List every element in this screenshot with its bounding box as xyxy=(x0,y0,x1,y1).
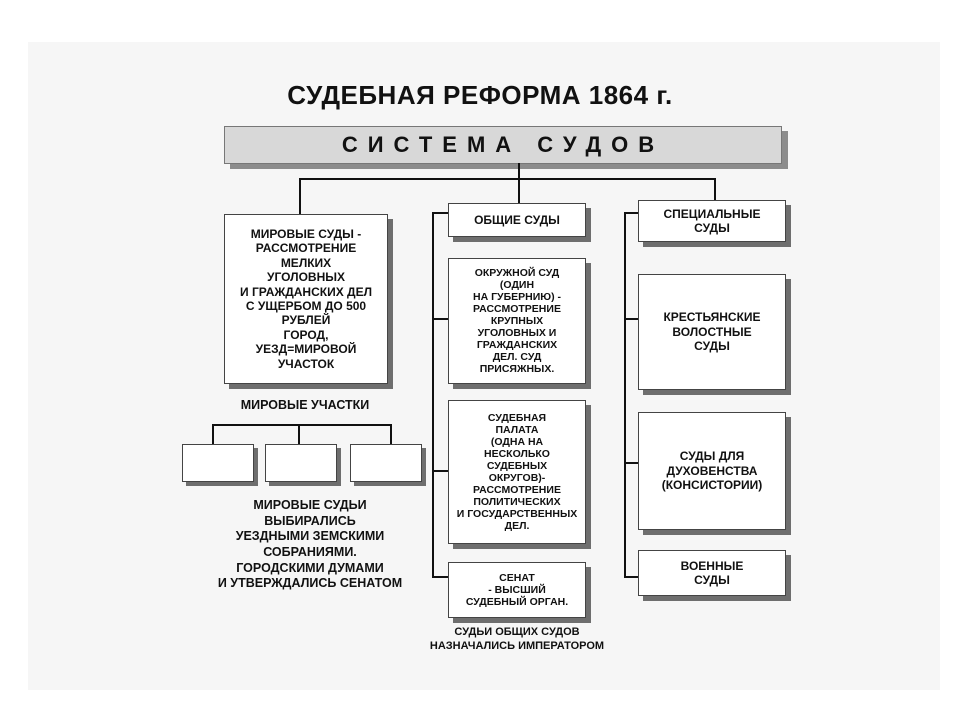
senate-box: СЕНАТ - ВЫСШИЙ СУДЕБНЫЙ ОРГАН. xyxy=(448,562,586,618)
connector-line xyxy=(624,212,640,214)
connector-line xyxy=(624,462,640,464)
connector-line xyxy=(518,163,520,179)
connector-line xyxy=(432,212,434,577)
judicial-chamber-box: СУДЕБНАЯ ПАЛАТА (ОДНА НА НЕСКОЛЬКО СУДЕБ… xyxy=(448,400,586,544)
connector-line xyxy=(212,424,214,444)
diagram-title: СУДЕБНАЯ РЕФОРМА 1864 г. xyxy=(287,80,673,110)
connector-line xyxy=(212,424,392,426)
magistrate-district-box xyxy=(265,444,337,482)
magistrate-district-box xyxy=(350,444,422,482)
connector-line xyxy=(432,576,448,578)
magistrate-districts-label: МИРОВЫЕ УЧАСТКИ xyxy=(240,398,370,412)
connector-line xyxy=(298,424,300,444)
military-courts-box: ВОЕННЫЕ СУДЫ xyxy=(638,550,786,596)
special-courts-box: СПЕЦИАЛЬНЫЕ СУДЫ xyxy=(638,200,786,242)
connector-line xyxy=(624,576,640,578)
clergy-courts-box: СУДЫ ДЛЯ ДУХОВЕНСТВА (КОНСИСТОРИИ) xyxy=(638,412,786,530)
magistrate-election-note: МИРОВЫЕ СУДЬИ ВЫБИРАЛИСЬ УЕЗДНЫМИ ЗЕМСКИ… xyxy=(217,498,403,591)
banner-label: СИСТЕМА СУДОВ xyxy=(341,132,665,157)
connector-line xyxy=(714,178,716,200)
connector-line xyxy=(390,424,392,444)
connector-line xyxy=(624,318,640,320)
connector-line xyxy=(624,212,626,578)
general-judges-appointment-note: СУДЬИ ОБЩИХ СУДОВ НАЗНАЧАЛИСЬ ИМПЕРАТОРО… xyxy=(429,626,605,652)
connector-line xyxy=(432,212,448,214)
connector-line xyxy=(518,178,520,204)
connector-line xyxy=(299,178,715,180)
connector-line xyxy=(432,470,448,472)
magistrate-courts-box: МИРОВЫЕ СУДЫ - РАССМОТРЕНИЕ МЕЛКИХ УГОЛО… xyxy=(224,214,388,384)
peasant-volost-courts-box: КРЕСТЬЯНСКИЕ ВОЛОСТНЫЕ СУДЫ xyxy=(638,274,786,390)
connector-line xyxy=(299,178,301,214)
magistrate-district-box xyxy=(182,444,254,482)
general-courts-box: ОБЩИЕ СУДЫ xyxy=(448,203,586,237)
district-court-box: ОКРУЖНОЙ СУД (ОДИН НА ГУБЕРНИЮ) - РАССМО… xyxy=(448,258,586,384)
court-system-banner: СИСТЕМА СУДОВ xyxy=(224,126,782,164)
connector-line xyxy=(432,318,448,320)
